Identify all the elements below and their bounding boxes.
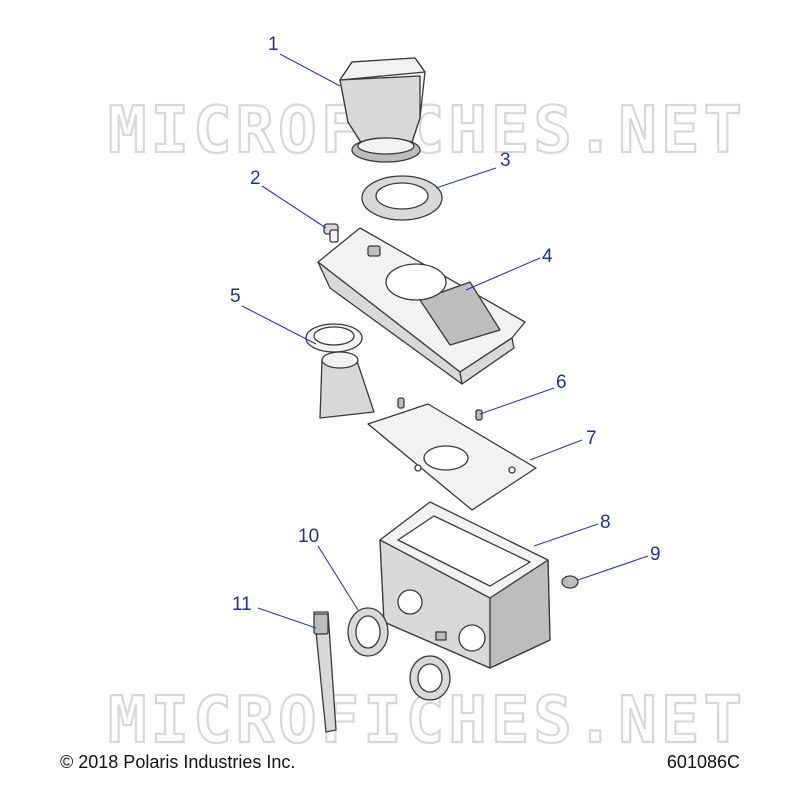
part-6-screws [397, 397, 483, 421]
part-5-funnel [305, 323, 375, 419]
leader-lines [241, 53, 649, 629]
callout-4: 4 [542, 246, 553, 267]
watermark-top: MICROFICHES.NET [108, 94, 746, 168]
callout-10: 10 [298, 526, 319, 547]
callout-6: 6 [556, 372, 567, 393]
callout-11: 11 [232, 594, 252, 615]
part-10-grommets [347, 607, 451, 701]
copyright-text: © 2018 Polaris Industries Inc. [60, 752, 296, 772]
callout-labels: 1 2 3 4 5 6 7 8 9 10 11 [230, 34, 661, 615]
callout-8: 8 [600, 512, 611, 533]
callout-1: 1 [268, 34, 279, 55]
part-3-ring-seal [361, 175, 443, 221]
part-8-airbox-base [379, 501, 551, 669]
part-2-fitting [323, 223, 339, 243]
part-9-clip [561, 575, 579, 589]
callout-5: 5 [230, 286, 241, 307]
part-11-strap [313, 611, 337, 733]
callout-7: 7 [586, 428, 597, 449]
part-1-intake-duct [339, 57, 426, 163]
callout-2: 2 [250, 168, 261, 189]
callout-3: 3 [500, 150, 511, 171]
diagram-id: 601086C [666, 752, 740, 772]
callout-9: 9 [650, 544, 661, 565]
part-7-gasket-plate [367, 403, 537, 511]
part-4-airbox-cover [317, 227, 526, 385]
